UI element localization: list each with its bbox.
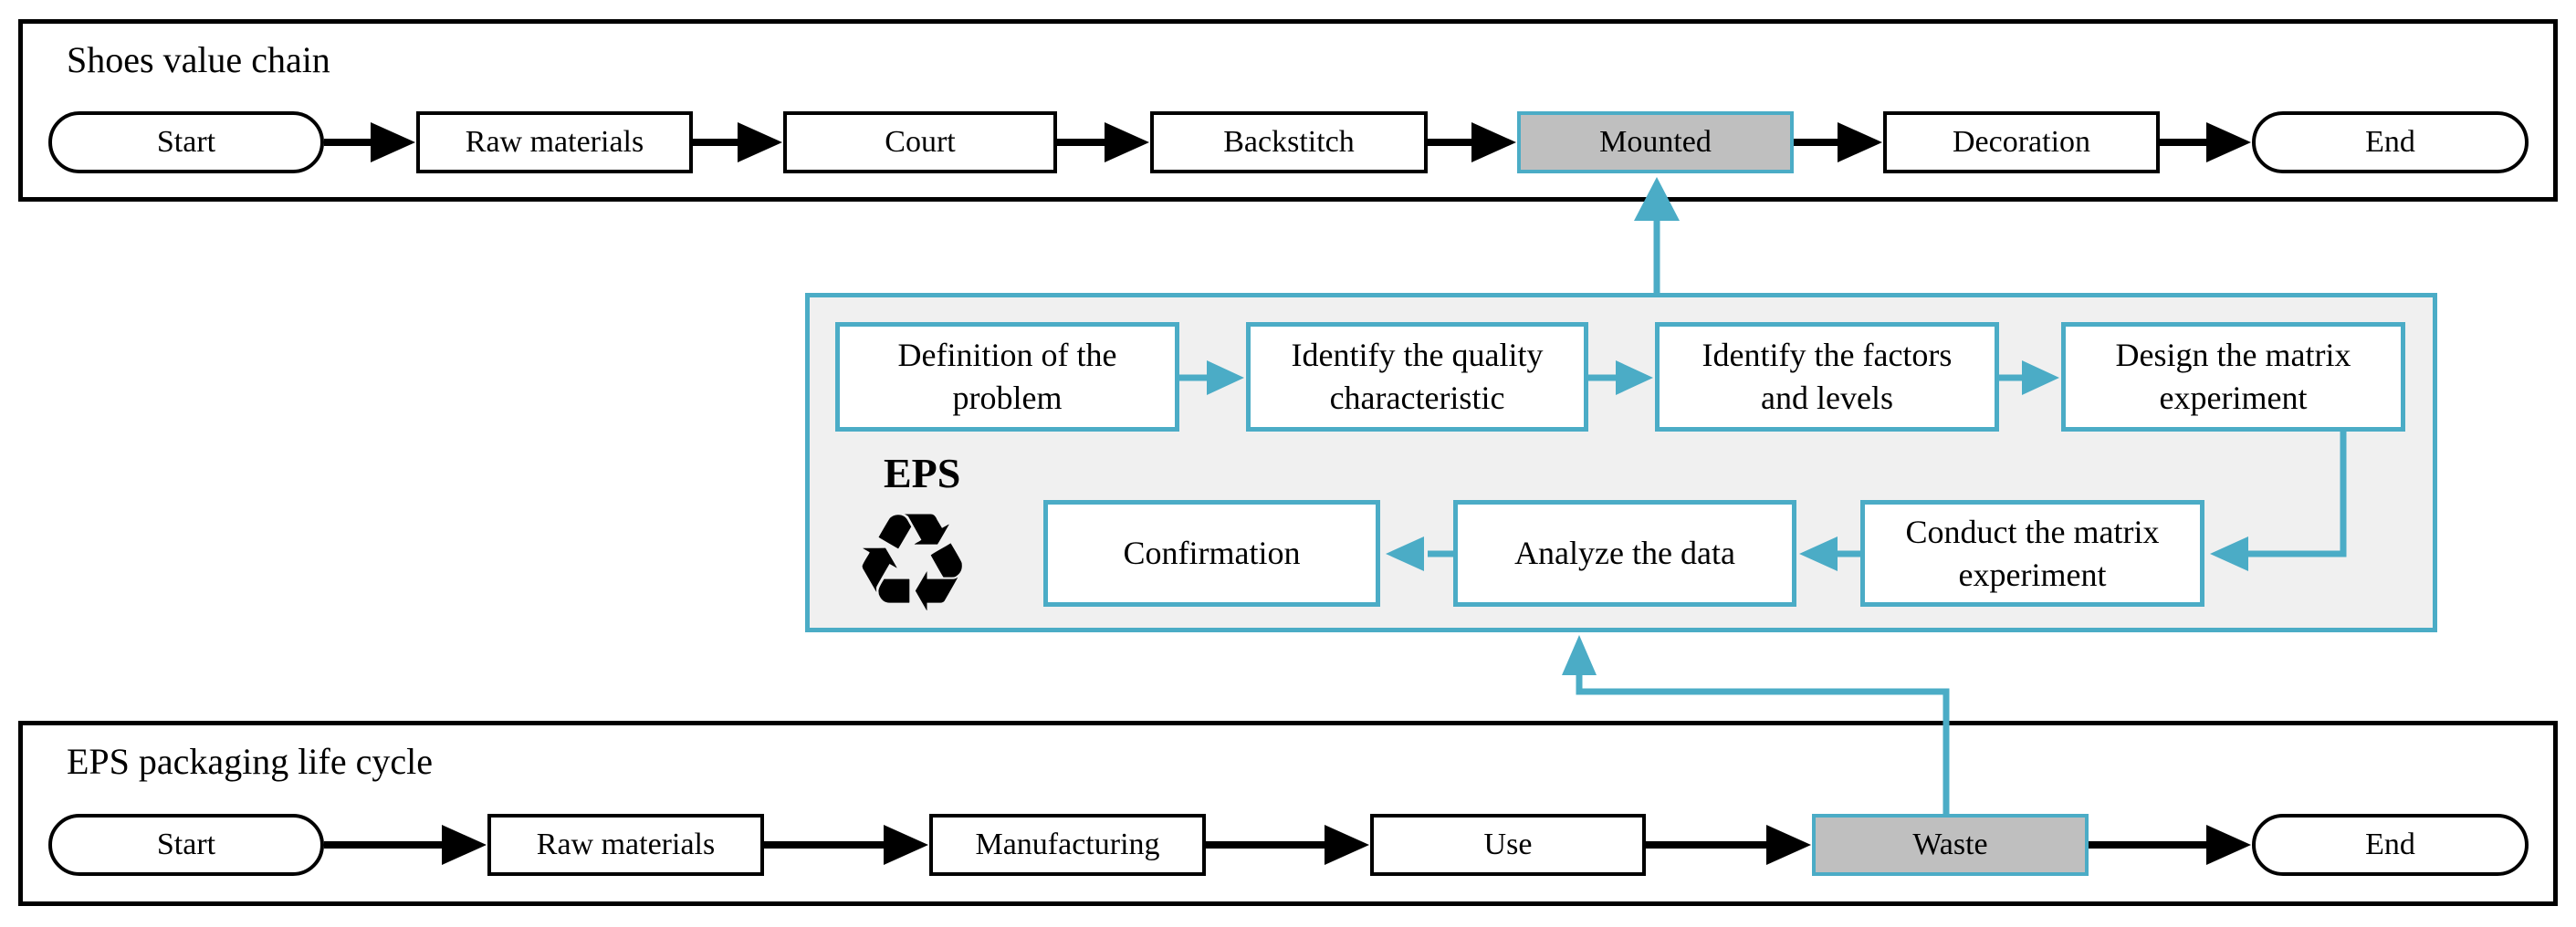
step-label: Conduct the matrix experiment <box>1905 513 2160 593</box>
flow-node-manufacturing: Manufacturing <box>929 814 1206 876</box>
flow-node-mounted: Mounted <box>1517 111 1794 173</box>
eps-life-cycle-title: EPS packaging life cycle <box>67 741 433 782</box>
step-analyze-data: Analyze the data <box>1453 500 1796 607</box>
step-identify-quality: Identify the quality characteristic <box>1246 322 1588 432</box>
flow-node-raw-materials-bottom: Raw materials <box>487 814 764 876</box>
flow-node-start-bottom: Start <box>48 814 324 876</box>
flow-node-use: Use <box>1370 814 1646 876</box>
step-conduct-matrix: Conduct the matrix experiment <box>1860 500 2204 607</box>
recycle-icon: ♻ <box>851 484 974 643</box>
shoes-value-chain-section <box>18 19 2558 202</box>
step-label: Confirmation <box>1123 535 1301 572</box>
flow-node-waste: Waste <box>1812 814 2089 876</box>
step-label: Design the matrix experiment <box>2115 337 2351 416</box>
flow-node-start-top: Start <box>48 111 324 173</box>
flow-node-raw-materials-top: Raw materials <box>416 111 693 173</box>
step-definition-of-problem: Definition of the problem <box>835 322 1179 432</box>
flow-node-end-top: End <box>2252 111 2529 173</box>
step-label: Identify the factors and levels <box>1702 337 1953 416</box>
shoes-value-chain-title: Shoes value chain <box>67 39 330 80</box>
flow-node-decoration: Decoration <box>1883 111 2160 173</box>
flow-node-end-bottom: End <box>2252 814 2529 876</box>
step-design-matrix: Design the matrix experiment <box>2061 322 2405 432</box>
eps-label: EPS <box>884 450 961 496</box>
flow-node-backstitch: Backstitch <box>1150 111 1428 173</box>
flow-node-court: Court <box>783 111 1057 173</box>
eps-life-cycle-section <box>18 721 2558 906</box>
step-confirmation: Confirmation <box>1043 500 1380 607</box>
step-label: Definition of the problem <box>897 337 1117 416</box>
step-label: Identify the quality characteristic <box>1291 337 1544 416</box>
step-identify-factors: Identify the factors and levels <box>1655 322 1999 432</box>
step-label: Analyze the data <box>1514 535 1735 572</box>
